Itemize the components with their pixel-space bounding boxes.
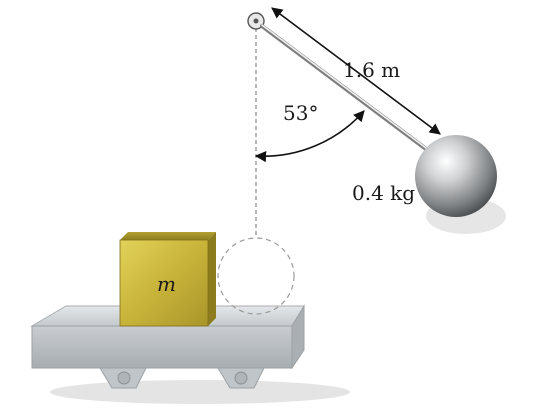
ball-lowest-position bbox=[217, 237, 295, 315]
pivot-icon bbox=[247, 12, 265, 30]
pendulum-ball bbox=[415, 135, 497, 217]
angle-arc bbox=[254, 110, 365, 163]
cart-side bbox=[291, 304, 305, 370]
cart-wheel-left bbox=[99, 367, 147, 389]
block-top bbox=[120, 232, 216, 240]
rod-length-label: 1.6 m bbox=[343, 58, 401, 82]
block-face bbox=[119, 239, 209, 327]
ball-mass-label: 0.4 kg bbox=[352, 181, 416, 205]
cart-front bbox=[31, 325, 293, 369]
length-arrow bbox=[271, 7, 441, 135]
cart-shadow bbox=[50, 380, 350, 404]
cart-wheel-right bbox=[217, 367, 265, 389]
pendulum-rod-highlight bbox=[261, 24, 431, 152]
block-mass-label: m bbox=[157, 272, 176, 296]
angle-label: 53° bbox=[283, 101, 319, 125]
block-side bbox=[208, 232, 216, 326]
block-m bbox=[119, 232, 216, 327]
